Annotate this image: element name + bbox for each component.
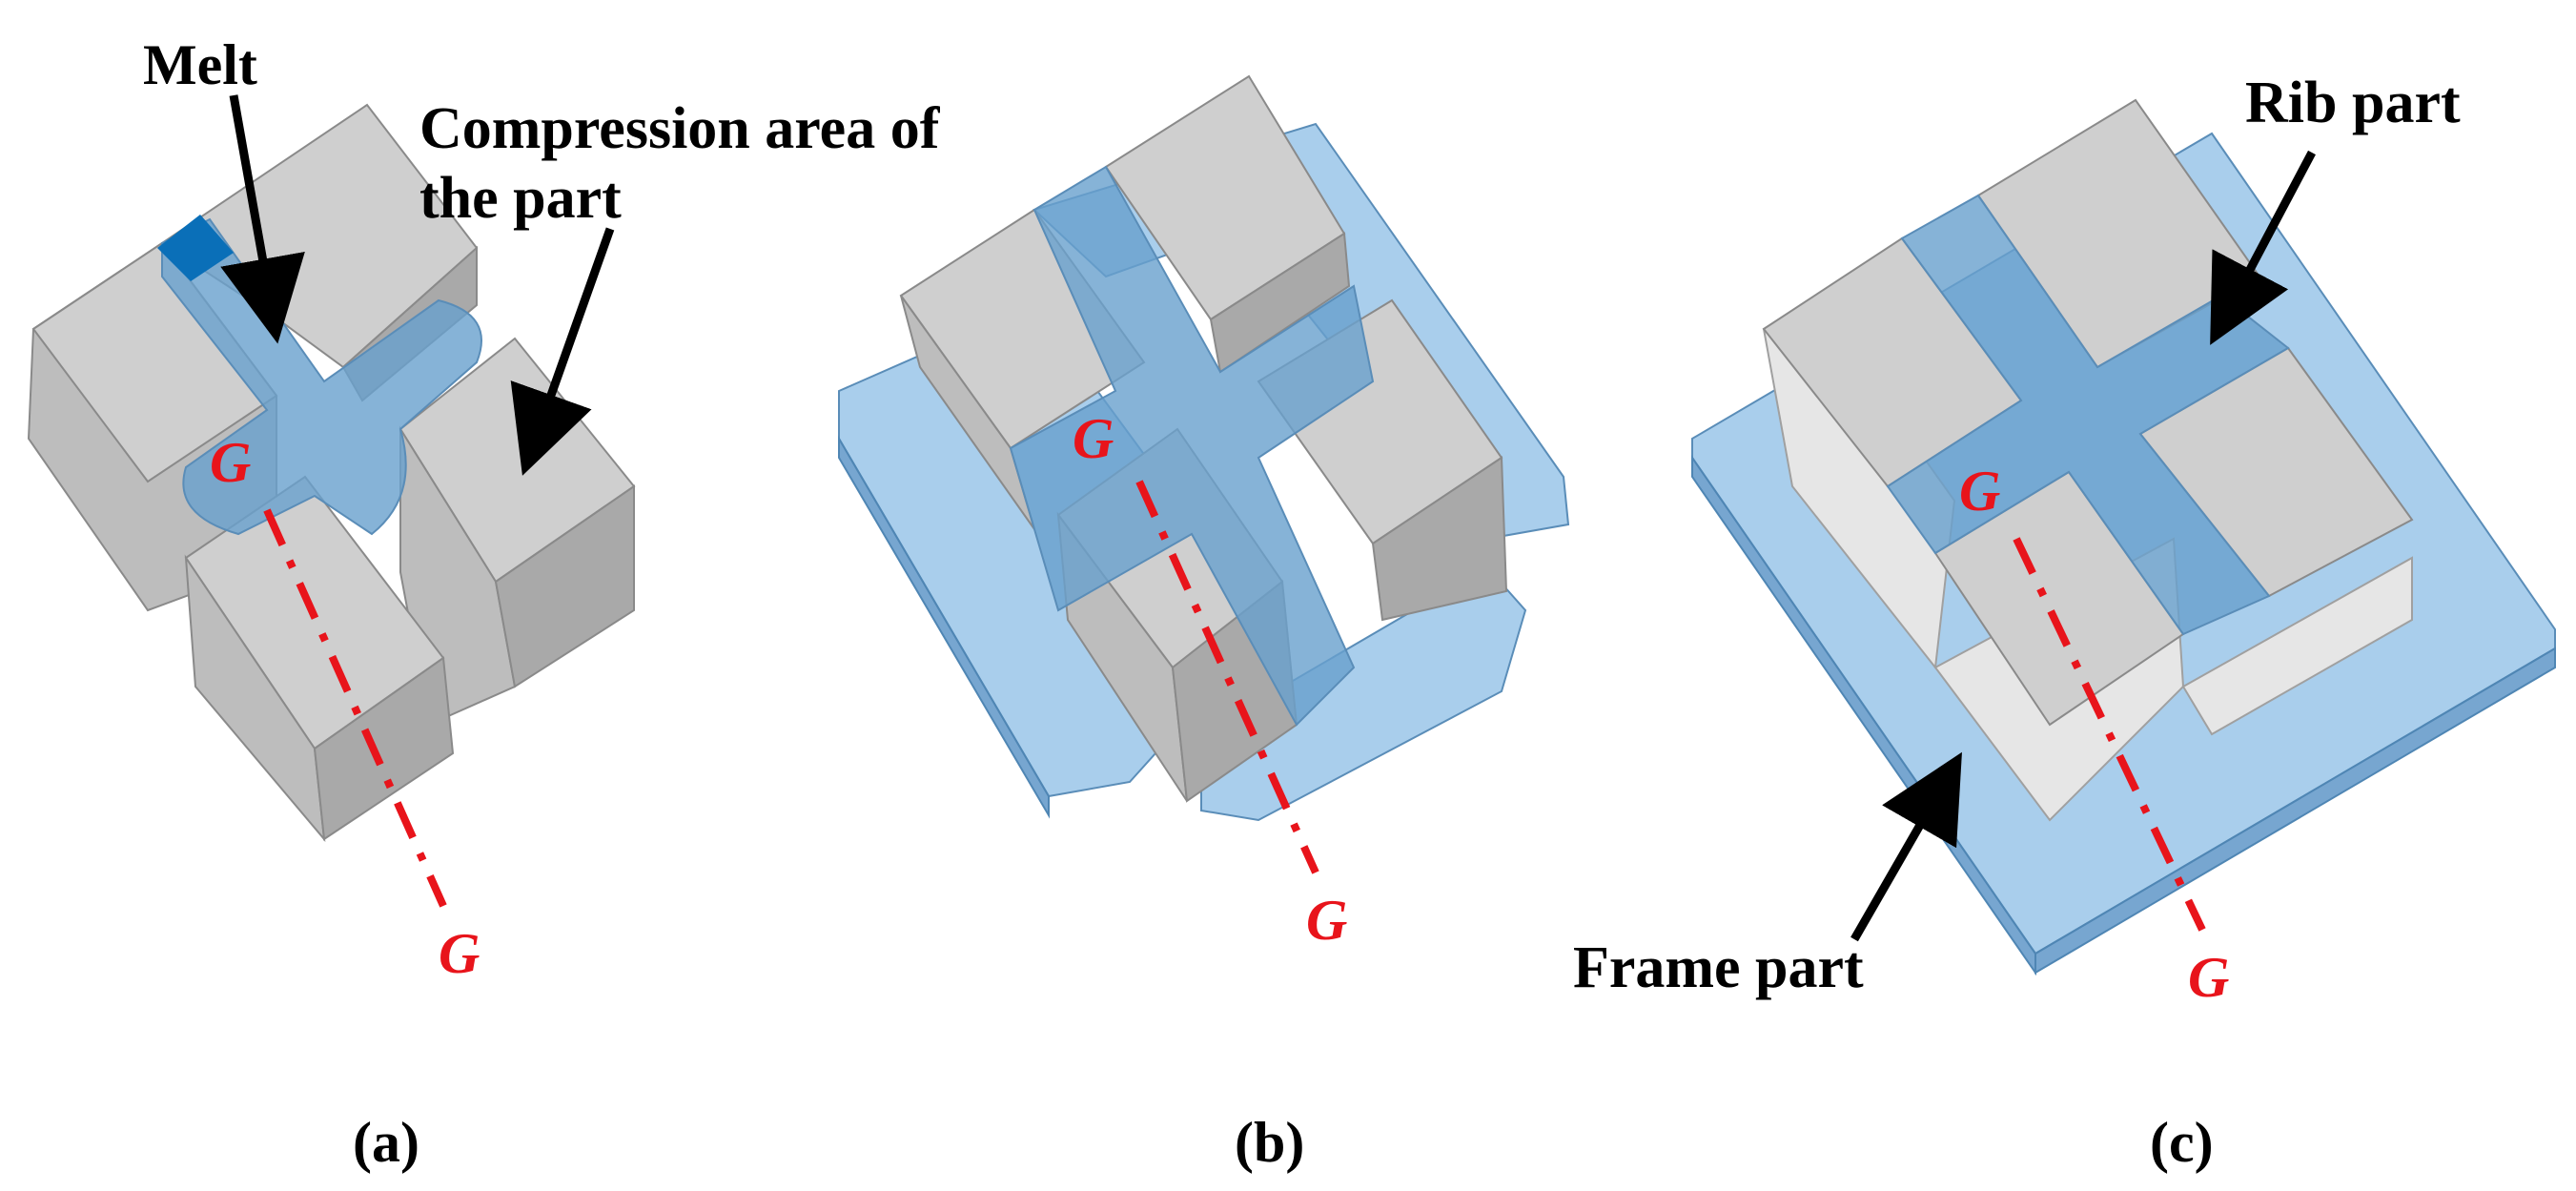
g-label-top-b: G: [1073, 407, 1114, 470]
frame-part-label: Frame part: [1573, 935, 1864, 1000]
g-label-top-c: G: [1959, 460, 2000, 523]
rib-cross-b: [1009, 165, 1375, 727]
rib-part-label: Rib part: [2245, 71, 2461, 135]
panel-a: Melt Compression area of the part G G (a…: [27, 33, 941, 1174]
melt-label: Melt: [143, 33, 257, 96]
section-line-b: [1135, 480, 1319, 874]
compression-area-label-line1: Compression area of: [419, 96, 941, 161]
compression-area-label-line2: the part: [419, 166, 622, 231]
caption-c: (c): [2150, 1111, 2214, 1174]
block-b-upper-right: [1104, 74, 1351, 374]
caption-b: (b): [1235, 1111, 1304, 1174]
g-label-bottom-b: G: [1306, 889, 1347, 952]
panel-b: G G (b): [838, 74, 1570, 1174]
section-line-a: [263, 508, 447, 908]
g-label-bottom-c: G: [2188, 946, 2229, 1009]
caption-a: (a): [353, 1111, 419, 1174]
compression-area-arrow: [510, 227, 615, 476]
section-line-c: [2013, 537, 2206, 932]
frame-part-arrow: [1850, 751, 1962, 942]
panel-c: Rib part Frame part G G (c): [1573, 71, 2556, 1174]
melt-arrow: [220, 94, 305, 344]
melt-inlet: [157, 215, 234, 281]
rib-part-arrow: [2210, 150, 2316, 345]
rib-cross-c: [1886, 194, 2290, 636]
g-label-top-a: G: [210, 431, 251, 494]
g-label-bottom-a: G: [439, 922, 480, 985]
